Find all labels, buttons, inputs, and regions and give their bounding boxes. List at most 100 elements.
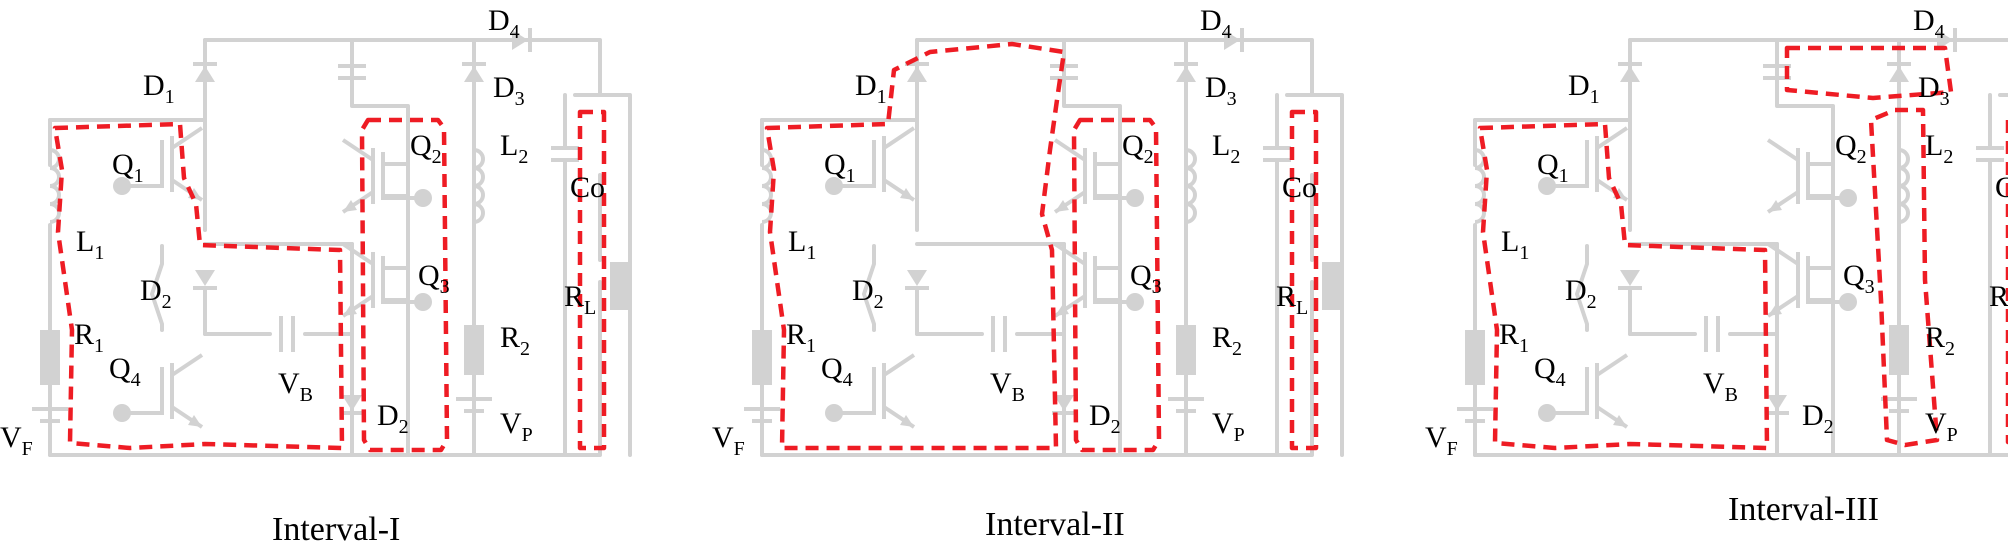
current-path-loops (764, 41, 1319, 453)
label-q2: Q2 (410, 129, 442, 168)
label-q1: Q1 (1537, 148, 1569, 187)
capacitor-vb (279, 316, 295, 352)
label-d3: D3 (1205, 71, 1237, 110)
diode-d4 (512, 28, 532, 52)
source-vp (1168, 397, 1204, 413)
diode-d2 (905, 270, 929, 290)
circuit-wires (48, 38, 632, 457)
label-l1: L1 (1501, 225, 1529, 264)
inductor-l2 (473, 148, 485, 224)
label-d2b: D2 (1802, 399, 1834, 438)
capacitor-co (1263, 146, 1291, 162)
resistor-r1 (1465, 330, 1485, 385)
diode-d2-lower (1765, 395, 1789, 415)
label-d4: D4 (488, 4, 520, 43)
label-d1: D1 (855, 69, 887, 108)
label-l1: L1 (76, 225, 104, 264)
label-vb: VB (990, 367, 1025, 406)
label-rl: RL (1276, 280, 1308, 319)
source-vp (456, 397, 492, 413)
panel-caption: Interval-III (1728, 491, 1879, 528)
capacitor-top (338, 64, 366, 80)
diode-d1 (905, 62, 929, 82)
diode-d4 (1224, 28, 1244, 52)
label-rl: RL (1989, 280, 2008, 319)
label-d2b: D2 (377, 399, 409, 438)
label-d3: D3 (493, 71, 525, 110)
label-d2a: D2 (852, 274, 884, 313)
diode-d1 (1618, 62, 1642, 82)
panel-3: D4D1D3Q1Q2L2CoL1Q3D2RLR1R2Q4VBD2VPVFInte… (1425, 4, 2008, 528)
resistor-r2 (464, 325, 484, 375)
capacitor-co (1976, 146, 2004, 162)
label-q1: Q1 (824, 148, 856, 187)
capacitor-vb (1704, 316, 1720, 352)
transistor-q1 (113, 126, 204, 202)
label-vp: VP (1925, 407, 1958, 446)
capacitor-co (551, 146, 579, 162)
label-q4: Q4 (821, 352, 853, 391)
transistor-q3 (341, 242, 432, 318)
label-d4: D4 (1913, 4, 1945, 43)
source-vf (744, 407, 780, 423)
label-q3: Q3 (418, 259, 450, 298)
resistor-r1 (40, 330, 60, 385)
panel-caption: Interval-I (272, 511, 400, 548)
label-r1: R1 (1499, 318, 1529, 357)
transistor-q2 (341, 138, 432, 214)
diode-d3 (1174, 62, 1198, 82)
label-d4: D4 (1200, 4, 1232, 43)
source-vf (1457, 407, 1493, 423)
label-d1: D1 (1568, 69, 1600, 108)
diode-d2 (193, 270, 217, 290)
label-r1: R1 (74, 318, 104, 357)
label-r2: R2 (500, 321, 530, 360)
capacitor-vb (991, 316, 1007, 352)
transistor-q4 (825, 353, 916, 429)
transistor-q2 (1053, 138, 1144, 214)
label-vf: VF (712, 421, 745, 460)
label-d2b: D2 (1089, 399, 1121, 438)
label-q3: Q3 (1130, 259, 1162, 298)
transistor-q3 (1766, 242, 1857, 318)
current-path-loops (1477, 45, 2008, 451)
label-vb: VB (278, 367, 313, 406)
label-q2: Q2 (1835, 129, 1867, 168)
current-path-loops (52, 109, 607, 453)
label-q4: Q4 (109, 352, 141, 391)
resistor-r2 (1889, 325, 1909, 375)
diode-d3 (462, 62, 486, 82)
label-q3: Q3 (1843, 259, 1875, 298)
diode-d3 (1887, 62, 1911, 82)
transistor-q2 (1766, 138, 1857, 214)
label-r2: R2 (1212, 321, 1242, 360)
label-l2: L2 (1925, 129, 1953, 168)
label-q4: Q4 (1534, 352, 1566, 391)
circuit-wires (760, 38, 1344, 457)
label-q2: Q2 (1122, 129, 1154, 168)
source-vf (32, 407, 68, 423)
inductor-l2 (1898, 148, 1910, 224)
label-r2: R2 (1925, 321, 1955, 360)
diode-d4 (1937, 28, 1957, 52)
resistor-rl (610, 262, 628, 310)
resistor-r1 (752, 330, 772, 385)
label-vb: VB (1703, 367, 1738, 406)
inductor-l2 (1185, 148, 1197, 224)
transistor-q4 (1538, 353, 1629, 429)
label-vp: VP (1212, 407, 1245, 446)
transistor-q4 (113, 353, 204, 429)
label-d2a: D2 (1565, 274, 1597, 313)
transistor-q3 (1053, 242, 1144, 318)
label-d3: D3 (1918, 71, 1950, 110)
resistor-rl (1322, 262, 1340, 310)
label-q1: Q1 (112, 148, 144, 187)
diode-d1 (193, 62, 217, 82)
label-l2: L2 (1212, 129, 1240, 168)
label-rl: RL (564, 280, 596, 319)
label-l2: L2 (500, 129, 528, 168)
diode-d2-lower (340, 395, 364, 415)
label-co: Co (1282, 171, 1317, 204)
